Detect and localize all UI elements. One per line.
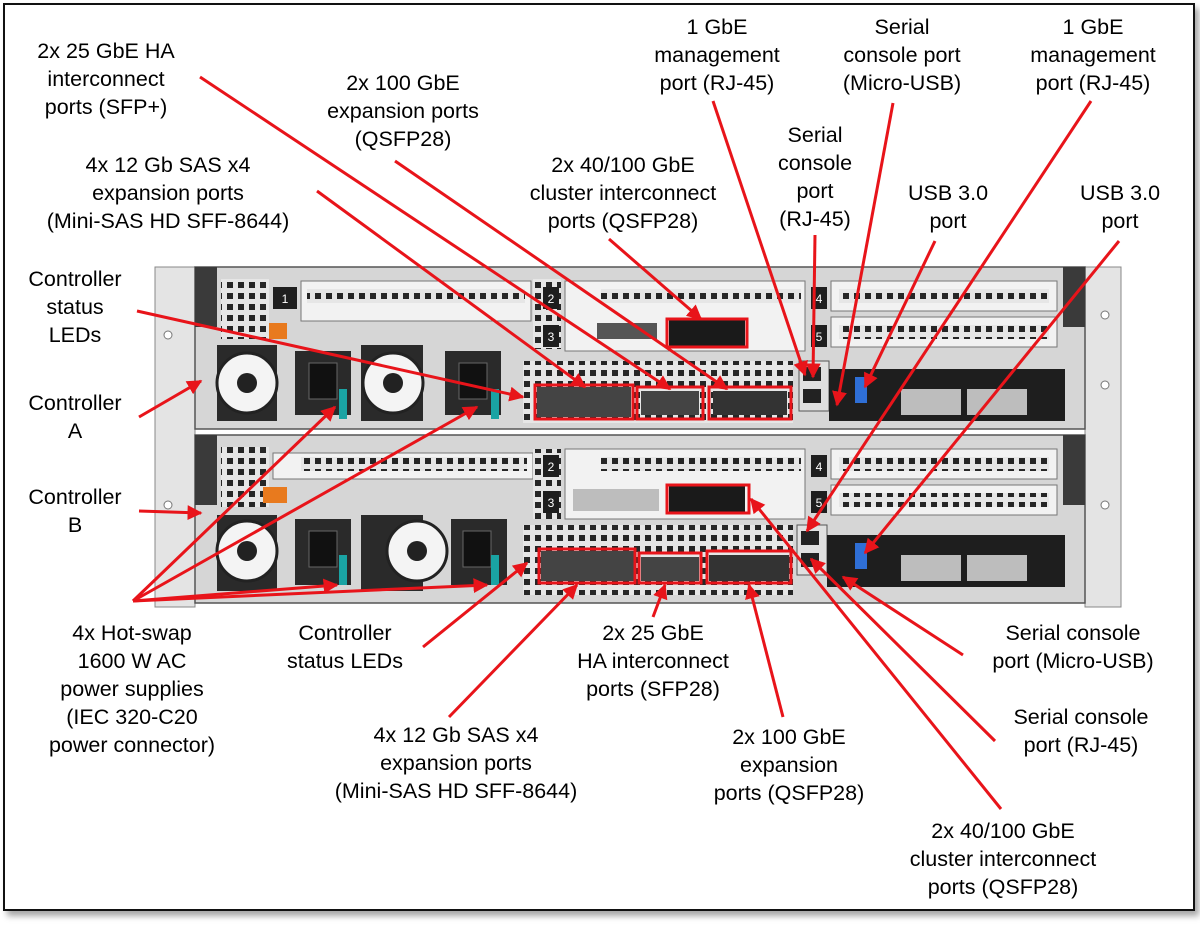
rack-rail-right [1084,266,1122,608]
slot-number: 5 [816,330,823,344]
server-rear-illustration: 1 2 3 4 5 [131,75,1122,810]
slot-number: 2 [548,460,555,474]
slot-number: 1 [282,292,289,306]
slot-number: 3 [548,496,555,510]
slot-number: 3 [548,330,555,344]
slot-number: 4 [816,460,823,474]
slot-number: 2 [548,292,555,306]
slot-number: 5 [816,496,823,510]
slot-number: 4 [816,292,823,306]
controller-a-chassis: 1 2 3 4 5 [194,266,1086,430]
callout-lines [131,75,1121,810]
diagram-frame: 1 2 3 4 5 [3,3,1195,911]
